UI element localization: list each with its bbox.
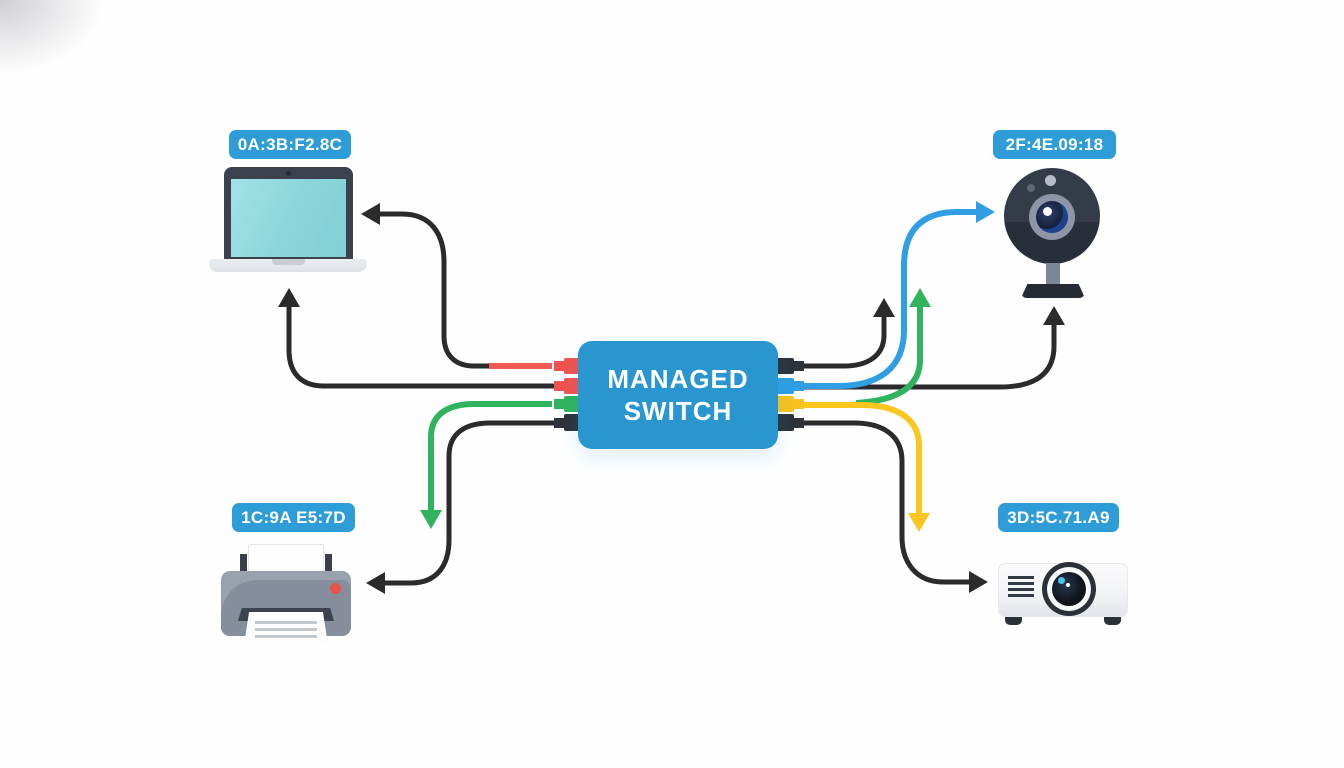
laptop-icon [209,167,367,273]
projector-lens-glint [1058,577,1065,584]
laptop-camera-dot [286,171,291,176]
printed-line [255,621,317,624]
printer-paper-output [244,612,328,645]
printer-icon [219,542,353,648]
port-plugs-left [554,358,582,431]
projector-lens [1052,572,1086,606]
mac-label-laptop: 0A:3B:F2.8C [229,130,351,159]
port-plug-left-3-green [564,396,582,412]
arrowhead-into-laptop [361,203,380,225]
projector-vents [1008,576,1034,598]
port-collar-right-4 [794,418,804,428]
laptop-base [209,259,367,272]
switch-label-line2: SWITCH [623,396,733,426]
webcam-mic-dot [1027,184,1035,192]
port-collar-left-3 [554,399,564,409]
printer-post-right [325,554,332,578]
laptop-screen [231,179,346,257]
arrowhead-green-up [909,288,931,307]
mac-label-printer: 1C:9A E5:7D [232,503,355,532]
port-plug-right-2-blue [776,378,794,394]
mac-label-projector: 3D:5C.71.A9 [998,503,1119,532]
port-plug-right-4-black [776,414,794,431]
port-collar-right-1 [794,361,804,371]
projector-lens-highlight [1066,583,1070,587]
printed-line [255,628,317,631]
cable-switch-up-right [800,316,887,369]
managed-switch: MANAGED SWITCH [578,341,778,449]
arrowhead-up-below-laptop [278,288,300,307]
arrowhead-green-down [420,510,442,529]
laptop-base-notch [272,259,305,265]
printer-power-led [330,583,341,594]
switch-label-line1: MANAGED [607,364,749,394]
arrowhead-into-printer [366,572,385,594]
printed-line [255,635,317,638]
port-collar-left-2 [554,381,564,391]
cable-yellow-down-right [800,402,922,514]
port-collar-left-4 [554,418,564,428]
cable-switch-to-printer [384,420,556,586]
port-collar-left-1 [554,361,564,371]
mac-label-webcam: 2F:4E.09:18 [993,130,1116,159]
cable-switch-to-projector [800,420,970,585]
arrowhead-blue-into-webcam [976,201,995,223]
cable-switch-to-laptop [379,211,490,369]
port-plug-left-2-red [564,378,582,394]
arrowhead-up-right [873,298,895,317]
webcam-stem [1046,263,1060,287]
projector-icon [997,556,1129,630]
printer-post-left [240,554,247,578]
port-collar-right-3 [794,399,804,409]
webcam-light-dot [1045,175,1056,186]
port-plug-right-1-black [776,358,794,374]
port-collar-right-2 [794,381,804,391]
port-plug-left-4-black [564,414,582,431]
port-plugs-right [776,358,804,431]
cable-switch-to-webcam-base [798,324,1057,390]
arrowhead-yellow-down [908,513,930,532]
cable-switch-to-laptop-base [286,306,556,389]
cable-green-down-left [428,401,552,512]
webcam-lens [1036,201,1068,233]
webcam-base [1021,284,1085,298]
cable-green-up-right [855,306,923,406]
port-plug-right-3-yellow [776,396,794,412]
arrowhead-into-projector [969,571,988,593]
corner-smudge [0,0,120,85]
cable-blue-to-webcam [800,209,977,389]
arrowhead-webcam-base [1043,306,1065,325]
webcam-lens-highlight [1043,207,1052,216]
webcam-icon [1003,167,1101,298]
port-plug-left-1-red [564,358,582,374]
